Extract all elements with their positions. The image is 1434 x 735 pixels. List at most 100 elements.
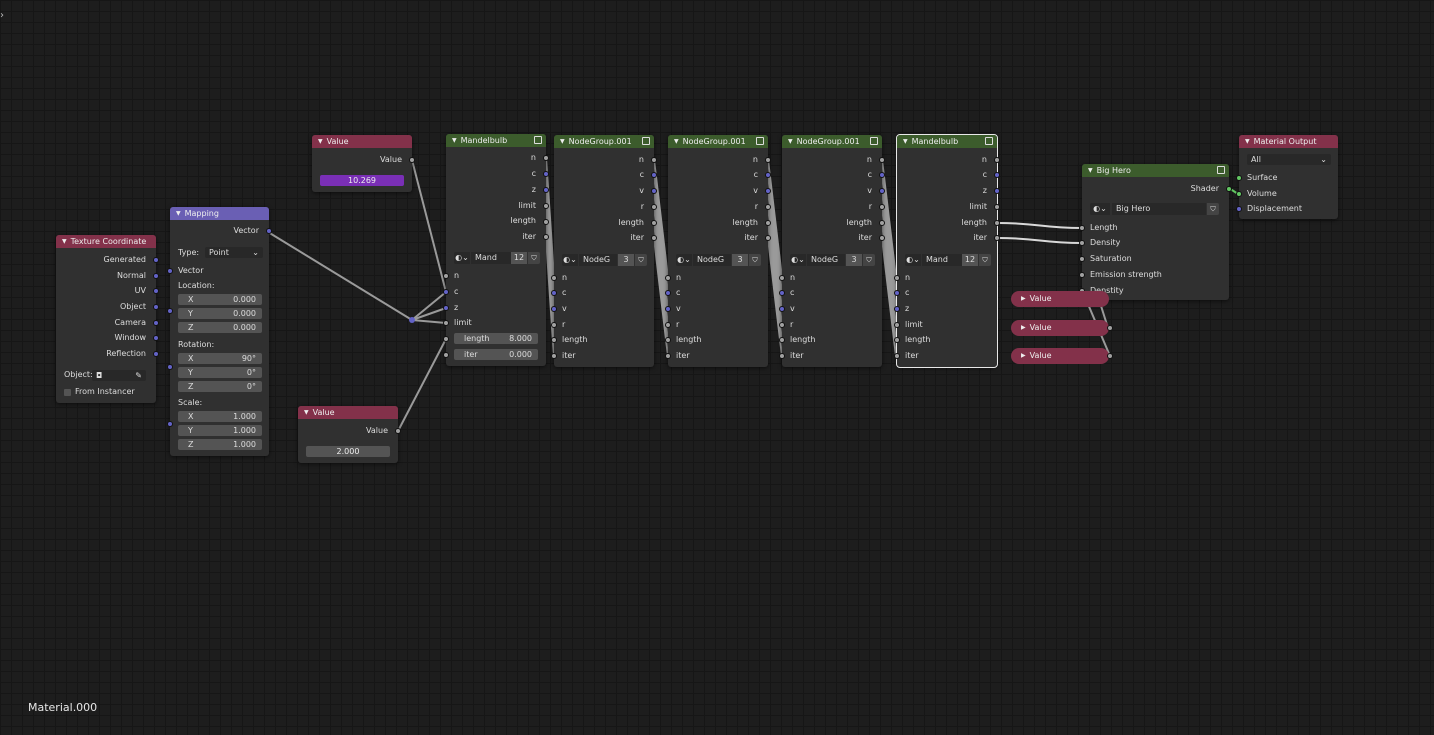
node-group-selector[interactable]: ◐⌄ Mand 12 ⛉	[454, 252, 540, 264]
socket-in-length[interactable]	[894, 337, 900, 343]
socket-in-c[interactable]	[894, 290, 900, 296]
collapse-triangle-icon[interactable]: ▼	[674, 138, 679, 145]
socket-collapsed-value-3[interactable]	[1107, 353, 1113, 359]
node-tree-icon[interactable]: ◐⌄	[1090, 203, 1110, 215]
socket-in-length[interactable]	[443, 336, 449, 342]
reroute-point[interactable]	[409, 317, 415, 323]
socket-out-limit[interactable]	[994, 204, 1000, 210]
socket-in-iter[interactable]	[779, 353, 785, 359]
socket-normal[interactable]	[153, 273, 159, 279]
node-group-icon[interactable]	[534, 136, 542, 144]
node-group-selector[interactable]: ◐⌄ Big Hero ⛉	[1090, 203, 1220, 215]
node-tree-icon[interactable]: ◐⌄	[676, 254, 692, 266]
group-name[interactable]: Big Hero	[1112, 203, 1206, 215]
socket-in-n[interactable]	[665, 275, 671, 281]
nodegroup-node-1[interactable]: ▼NodeGroup.001 n c v r length iter ◐⌄ No…	[551, 135, 657, 367]
socket-out-iter[interactable]	[994, 235, 1000, 241]
socket-out-iter[interactable]	[765, 235, 771, 241]
socket-out-iter[interactable]	[879, 235, 885, 241]
socket-in-length[interactable]	[551, 337, 557, 343]
node-group-icon[interactable]	[756, 137, 764, 145]
fake-user-shield-icon[interactable]: ⛉	[749, 254, 761, 266]
socket-out-length[interactable]	[543, 219, 549, 225]
group-name[interactable]: Mand	[922, 254, 962, 266]
socket-in-limit[interactable]	[443, 320, 449, 326]
socket-out-z[interactable]	[994, 188, 1000, 194]
socket-out-c[interactable]	[543, 171, 549, 177]
group-name[interactable]: NodeG	[807, 254, 845, 266]
mandelbulb-node-1[interactable]: ▼Mandelbulb n c z limit length iter ◐⌄ M…	[443, 134, 549, 366]
collapsed-value-node-3[interactable]: ▶Value	[1011, 348, 1109, 364]
socket-out-limit[interactable]	[543, 203, 549, 209]
value-field[interactable]: 2.000	[306, 446, 390, 457]
expand-triangle-icon[interactable]: ▶	[1021, 352, 1026, 359]
collapse-triangle-icon[interactable]: ▼	[1245, 138, 1250, 145]
value-field[interactable]: 10.269	[320, 175, 404, 186]
fake-user-shield-icon[interactable]: ⛉	[979, 254, 991, 266]
socket-out-length[interactable]	[879, 220, 885, 226]
socket-in-c[interactable]	[665, 290, 671, 296]
user-count[interactable]: 3	[732, 254, 748, 266]
socket-output-vector[interactable]	[266, 228, 272, 234]
value-node-1[interactable]: ▼Value Value 10.269	[312, 135, 415, 192]
socket-in-density[interactable]	[1079, 240, 1085, 246]
collapse-triangle-icon[interactable]: ▼	[176, 210, 181, 217]
socket-out-length[interactable]	[765, 220, 771, 226]
collapsed-value-node-2[interactable]: ▶Value	[1011, 320, 1109, 336]
socket-out-n[interactable]	[651, 157, 657, 163]
socket-collapsed-value-2[interactable]	[1107, 325, 1113, 331]
socket-out-c[interactable]	[765, 172, 771, 178]
socket-out-r[interactable]	[765, 204, 771, 210]
nodegroup-node-3[interactable]: ▼NodeGroup.001 n c v r length iter ◐⌄ No…	[779, 135, 885, 367]
node-header[interactable]: ▼Value	[312, 135, 412, 148]
nodegroup-node-2[interactable]: ▼NodeGroup.001 n c v r length iter ◐⌄ No…	[665, 135, 771, 367]
socket-out-n[interactable]	[543, 155, 549, 161]
user-count[interactable]: 3	[618, 254, 634, 266]
socket-out-n[interactable]	[879, 157, 885, 163]
node-header[interactable]: ▼Material Output	[1239, 135, 1338, 148]
socket-in-surface[interactable]	[1236, 175, 1242, 181]
group-name[interactable]: NodeG	[579, 254, 617, 266]
socket-out-r[interactable]	[879, 204, 885, 210]
socket-in-length[interactable]	[665, 337, 671, 343]
socket-in-n[interactable]	[894, 275, 900, 281]
collapse-triangle-icon[interactable]: ▼	[304, 409, 309, 416]
socket-rotation[interactable]	[167, 364, 173, 370]
socket-in-limit[interactable]	[894, 322, 900, 328]
socket-out-v[interactable]	[765, 188, 771, 194]
collapse-triangle-icon[interactable]: ▼	[788, 138, 793, 145]
node-header[interactable]: ▼NodeGroup.001	[782, 135, 882, 148]
socket-in-emission-strength[interactable]	[1079, 272, 1085, 278]
from-instancer-checkbox[interactable]	[64, 389, 71, 396]
socket-out-v[interactable]	[651, 188, 657, 194]
socket-in-z[interactable]	[443, 305, 449, 311]
socket-out-r[interactable]	[651, 204, 657, 210]
socket-output-value[interactable]	[409, 157, 415, 163]
socket-in-iter[interactable]	[551, 353, 557, 359]
socket-reflection[interactable]	[153, 351, 159, 357]
node-group-selector[interactable]: ◐⌄ NodeG 3 ⛉	[790, 254, 876, 266]
socket-out-n[interactable]	[765, 157, 771, 163]
mapping-node[interactable]: ▼Mapping Vector Type: Point⌄ Vector Loca…	[167, 207, 272, 456]
socket-in-volume[interactable]	[1236, 191, 1242, 197]
fake-user-shield-icon[interactable]: ⛉	[863, 254, 875, 266]
eyedropper-icon[interactable]: ✎	[135, 371, 142, 380]
socket-in-v[interactable]	[551, 306, 557, 312]
socket-camera[interactable]	[153, 320, 159, 326]
fake-user-shield-icon[interactable]: ⛉	[635, 254, 647, 266]
node-tree-icon[interactable]: ◐⌄	[905, 254, 921, 266]
socket-out-n[interactable]	[994, 157, 1000, 163]
socket-in-r[interactable]	[779, 322, 785, 328]
node-header[interactable]: ▼NodeGroup.001	[554, 135, 654, 148]
socket-out-iter[interactable]	[651, 235, 657, 241]
socket-in-c[interactable]	[779, 290, 785, 296]
group-name[interactable]: NodeG	[693, 254, 731, 266]
socket-out-length[interactable]	[994, 220, 1000, 226]
socket-in-v[interactable]	[779, 306, 785, 312]
socket-in-n[interactable]	[551, 275, 557, 281]
socket-out-iter[interactable]	[543, 234, 549, 240]
node-tree-icon[interactable]: ◐⌄	[562, 254, 578, 266]
